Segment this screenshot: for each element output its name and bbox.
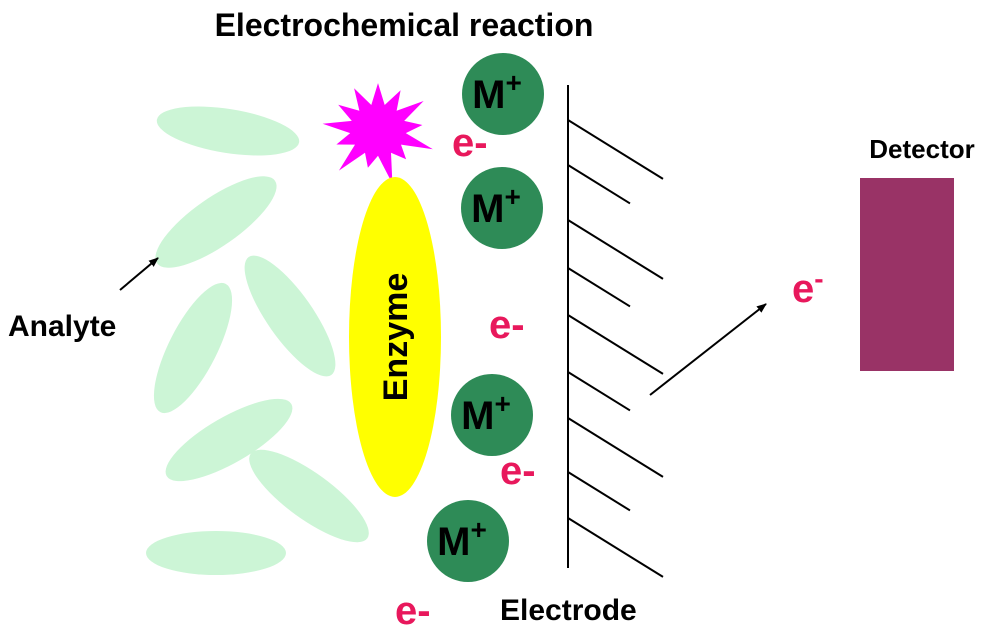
electrode-hatch-line — [567, 471, 631, 512]
mediator-charge: + — [494, 388, 510, 419]
enzyme-label: Enzyme — [377, 273, 415, 402]
mediator-ion: M+ — [427, 500, 509, 582]
svg-text:M+: M+ — [461, 388, 511, 438]
electrode-hatch-line — [567, 371, 631, 412]
mediator-ion: M+ — [451, 374, 533, 456]
mediator-symbol: M — [471, 187, 504, 231]
mediator-charge: + — [470, 514, 486, 545]
detector-label: Detector — [869, 134, 974, 164]
electrode-label: Electrode — [500, 594, 637, 627]
analyte-label: Analyte — [8, 310, 116, 343]
electrode — [567, 85, 664, 578]
analyte-molecule — [146, 531, 286, 575]
mediator-symbol: M — [437, 520, 470, 564]
svg-text:M+: M+ — [437, 514, 487, 564]
mediator-symbol: M — [472, 73, 505, 117]
signal-arrow — [649, 303, 767, 396]
mediator-symbol: M — [461, 394, 494, 438]
electrode-hatch-line — [567, 314, 664, 375]
mediator-ion: M+ — [462, 53, 544, 135]
analyte-molecule — [155, 176, 277, 268]
svg-text:M+: M+ — [472, 67, 522, 117]
mediator-charge: + — [504, 181, 520, 212]
electron-label: e- — [500, 449, 536, 493]
analyte-molecule — [156, 106, 300, 156]
svg-text:M+: M+ — [471, 181, 521, 231]
mediators: M+ M+ M+ M+ — [427, 53, 544, 582]
electrode-hatch-line — [567, 517, 664, 578]
electrode-hatch-line — [567, 417, 664, 478]
enzyme — [349, 177, 441, 497]
electron-label: e- — [489, 303, 525, 347]
analyte-molecule — [249, 449, 369, 543]
mediator-charge: + — [505, 67, 521, 98]
mediator-ion: M+ — [461, 167, 543, 249]
detector — [860, 178, 954, 371]
electrode-hatch-line — [567, 267, 631, 308]
analyte-molecule — [165, 398, 293, 482]
electron-label: e- — [452, 121, 488, 165]
electron-label: e- — [395, 589, 431, 633]
electron-label-detector: e- — [792, 263, 824, 311]
reaction-burst — [322, 83, 433, 184]
electrode-hatch-line — [567, 164, 631, 205]
electrode-hatching — [567, 119, 664, 578]
analyte-molecules — [146, 106, 369, 575]
electrode-hatch-line — [567, 219, 664, 280]
diagram-title: Electrochemical reaction — [215, 7, 594, 43]
electrode-hatch-line — [567, 119, 664, 180]
electrons: e- e- e- e- e- — [395, 121, 824, 633]
analyte-molecule — [244, 255, 336, 377]
analyte-molecule — [153, 282, 233, 414]
analyte-arrow — [119, 257, 159, 291]
